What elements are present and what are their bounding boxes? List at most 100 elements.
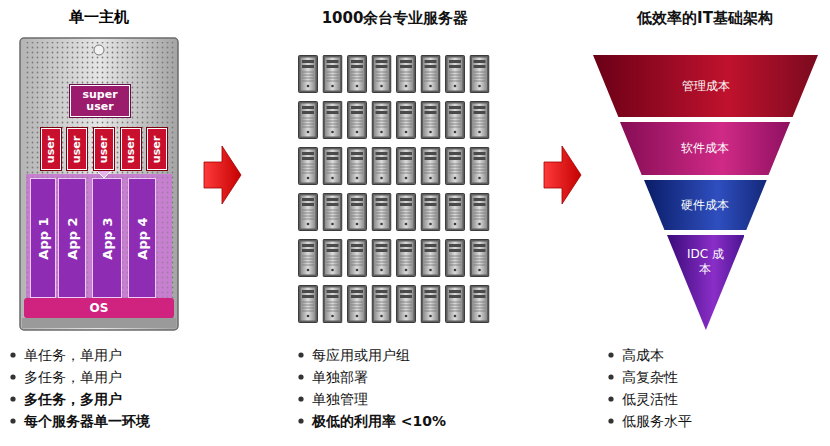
bullet-dot [608,352,613,357]
bullet-text: 高成本 [622,345,822,365]
server-icon [299,56,318,93]
cost-band: 硬件成本 [644,180,767,230]
bullet-text: 每应用或用户组 [312,345,512,365]
bullet-dot [608,374,613,379]
flow-arrow [544,146,581,204]
node-label: user [46,135,57,162]
app-box: App 2 [58,178,86,298]
server-icon [446,194,465,231]
node-label: IDC 成本 [683,247,727,277]
server-icon [397,148,416,185]
super-user-box: super user [70,85,130,117]
bullet-text: 多任务，多用户 [24,389,224,409]
bullet-dot [608,418,613,423]
bullet-dot [298,374,303,379]
server-icon [372,56,391,93]
os-bar: OS [24,298,174,318]
server-icon [421,56,440,93]
server-icon [299,102,318,139]
server-icon [421,286,440,323]
server-icon [446,148,465,185]
user-box: user [67,128,87,170]
server-icon [446,56,465,93]
bullet-text: 多任务，单用户 [24,367,224,387]
bullet-dot [10,418,15,423]
band-fill [644,180,767,230]
user-box: user [147,128,167,170]
server-icon [299,286,318,323]
node-label: user [152,135,163,162]
bullet-text: 高复杂性 [622,367,822,387]
server-icon [323,194,342,231]
server-icon [348,56,367,93]
server-icon [372,194,391,231]
bullet-dot [10,396,15,401]
server-icon [470,240,489,277]
app-box: App 1 [30,178,56,298]
node-label: 硬件成本 [681,198,729,213]
server-icon [421,240,440,277]
flow-arrow [204,146,241,204]
server-icon [323,148,342,185]
server-grid-illustration [299,56,490,323]
server-icon [372,240,391,277]
user-box: user [94,128,114,170]
cost-band: 管理成本 [593,55,818,117]
server-icon [348,194,367,231]
server-icon [372,286,391,323]
bullet-text: 单任务，单用户 [24,345,224,365]
node-label: 软件成本 [681,141,729,156]
app-box: App 4 [128,178,156,298]
bullet-text: 每个服务器单一环境 [24,411,224,431]
node-label: App 3 [101,217,114,259]
server-icon [323,286,342,323]
server-icon [348,240,367,277]
bullet-text: 低灵活性 [622,389,822,409]
user-box: user [41,128,61,170]
node-label: user [99,135,110,162]
node-label: App 1 [37,217,50,259]
column-heading: 单一主机 [20,8,178,27]
app-box: App 3 [92,178,122,298]
server-icon [446,286,465,323]
server-icon [299,148,318,185]
server-icon [470,194,489,231]
server-icon [299,194,318,231]
bullet-dot [10,374,15,379]
server-icon [397,240,416,277]
server-icon [470,56,489,93]
column-heading: 1000余台专业服务器 [275,8,515,28]
bullet-dot [298,352,303,357]
server-icon [421,102,440,139]
server-icon [397,56,416,93]
bullet-text: 极低的利用率 <10% [312,411,512,431]
server-icon [323,240,342,277]
node-label: user [72,135,83,162]
cost-band: IDC 成本 [667,235,745,330]
bullet-text: 单独管理 [312,389,512,409]
bullet-dot [298,418,303,423]
server-icon [348,102,367,139]
server-icon [421,194,440,231]
bullet-dot [10,352,15,357]
server-icon [372,102,391,139]
node-label: super user [71,89,129,113]
node-label: OS [90,300,109,316]
server-chassis-illustration [20,38,178,330]
bullet-dots [10,352,613,423]
server-icon [397,102,416,139]
server-icon [397,194,416,231]
server-icon [372,148,391,185]
band-fill [620,122,790,175]
node-label: App 4 [136,217,149,259]
server-icon [446,102,465,139]
server-icon [348,286,367,323]
bullet-dot [298,396,303,401]
node-label: user [126,135,137,162]
bullet-dot [608,396,613,401]
server-icon [397,286,416,323]
bullet-text: 单独部署 [312,367,512,387]
server-icon [299,240,318,277]
column-heading: 低效率的IT基础架构 [585,8,825,28]
